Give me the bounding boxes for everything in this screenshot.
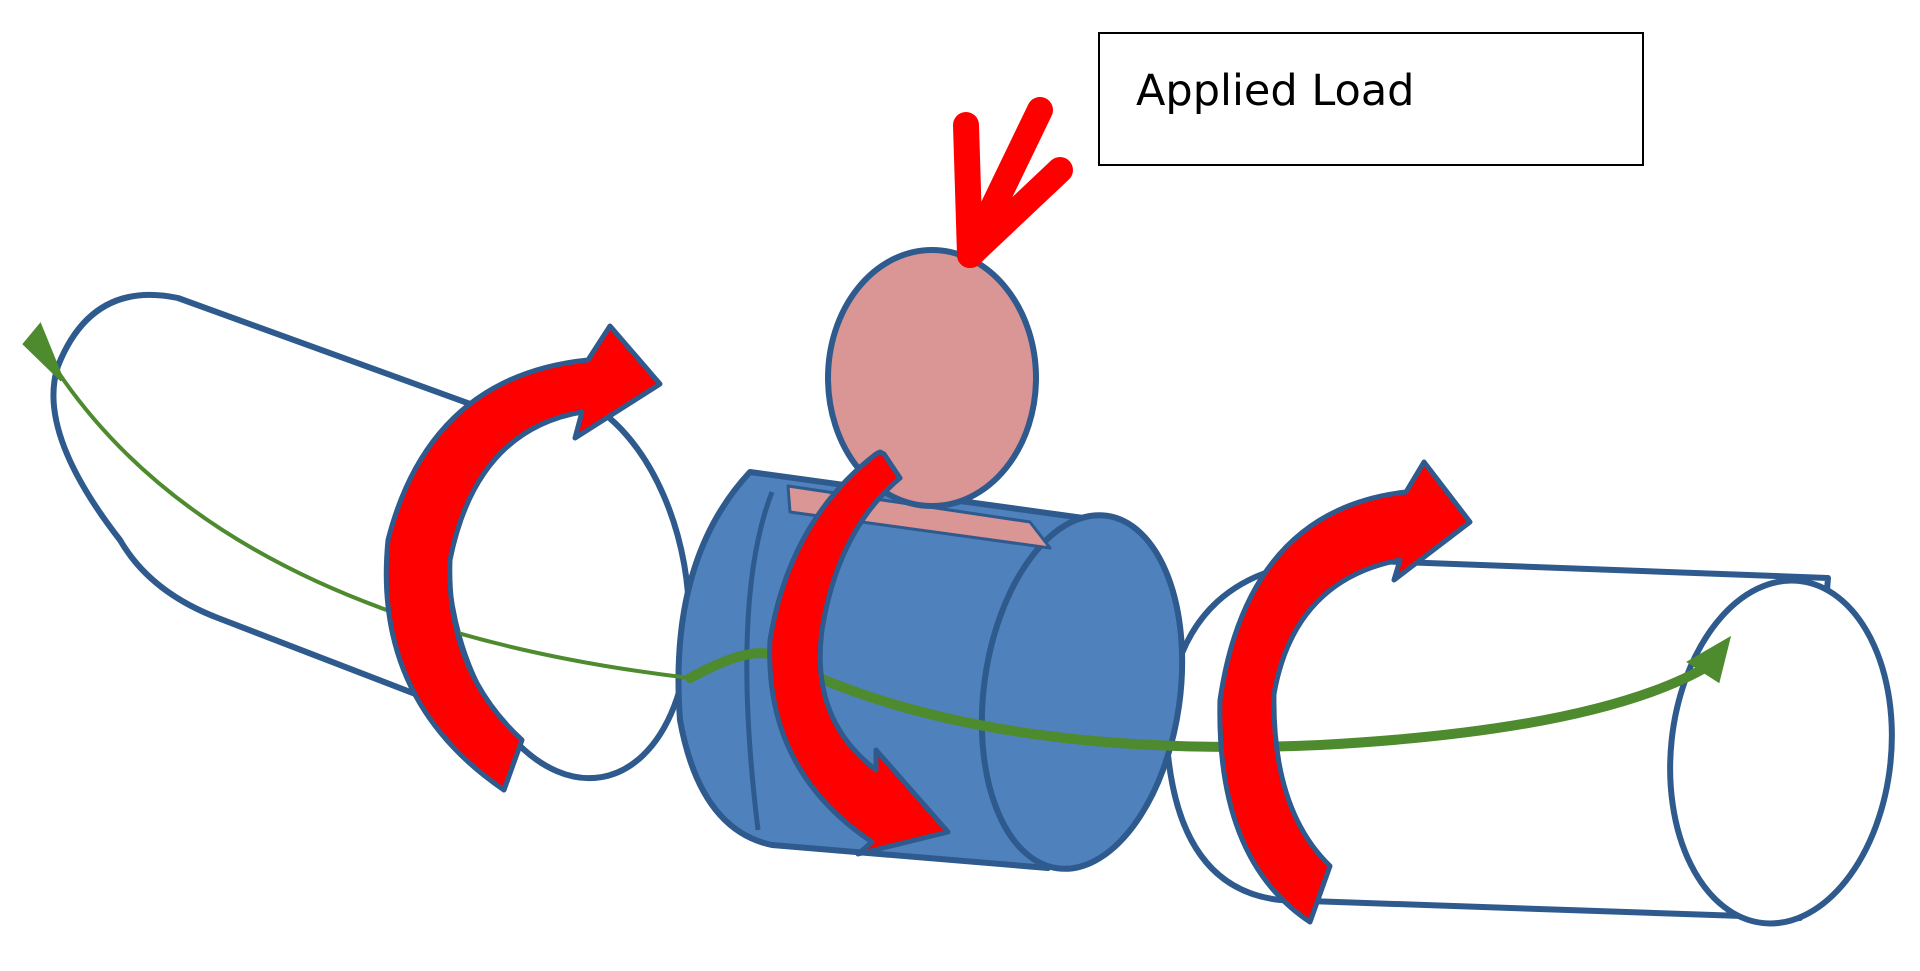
twist-line-left-head xyxy=(22,322,64,382)
right-cylinder-end xyxy=(1667,577,1895,927)
center-shaft-end xyxy=(978,512,1186,872)
load-arrow-icon xyxy=(953,97,1073,268)
rotation-arrow-icon xyxy=(767,449,951,857)
center-shaft-band xyxy=(744,491,775,831)
rotation-arrow-icon xyxy=(1217,459,1473,925)
roller xyxy=(825,247,1039,509)
rotation-arrows xyxy=(383,323,1473,925)
applied-load-label-box: Applied Load xyxy=(1098,32,1644,166)
rotation-arrow-icon xyxy=(383,323,663,793)
roller-body xyxy=(825,247,1039,509)
twist-line-left xyxy=(36,338,692,680)
right-cylinder xyxy=(1163,557,1895,927)
applied-load-label: Applied Load xyxy=(1136,66,1415,116)
twist-line-right-head xyxy=(1686,635,1732,684)
